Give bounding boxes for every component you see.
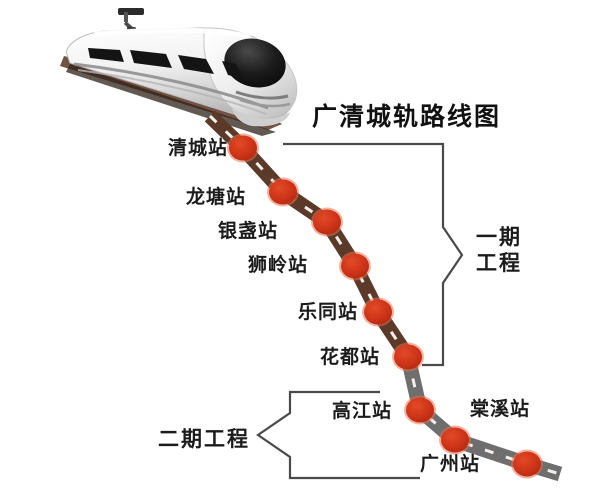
station-label: 广州站 [420, 453, 481, 475]
station-label: 花都站 [320, 346, 381, 368]
train-windows [88, 48, 244, 79]
station-label: 银盏站 [218, 220, 279, 242]
station-label: 高江站 [332, 400, 393, 422]
phase-1-label: 一期工程 [476, 224, 522, 277]
station-dot[interactable] [392, 342, 424, 372]
phase-2-bracket [256, 390, 420, 480]
station-dot[interactable] [404, 395, 436, 425]
station-label: 狮岭站 [248, 254, 309, 276]
high-speed-train [60, 8, 298, 136]
station-label: 清城站 [168, 137, 229, 159]
page-title: 广清城轨路线图 [312, 102, 502, 131]
phase-2-label: 二期工程 [158, 427, 250, 451]
station-dot[interactable] [439, 425, 471, 455]
station-label: 棠溪站 [470, 398, 531, 420]
phase-1-label-line-2: 工程 [476, 251, 522, 276]
train-stripes [73, 62, 291, 115]
train-shadow [66, 64, 276, 136]
phase-brackets [256, 142, 464, 480]
station-dot[interactable] [227, 133, 259, 163]
station-dot[interactable] [339, 251, 371, 281]
station-dots [227, 133, 543, 479]
phase-1-label-line-1: 一期 [476, 225, 522, 249]
station-label: 乐同站 [298, 301, 359, 323]
train-skirt [232, 108, 290, 127]
station-dot[interactable] [311, 207, 343, 237]
station-dot[interactable] [511, 449, 543, 479]
station-dot[interactable] [267, 177, 299, 207]
station-dot[interactable] [362, 297, 394, 327]
phase-1-bracket [283, 142, 464, 367]
station-label: 龙塘站 [186, 186, 247, 208]
train-roof-highlight [93, 27, 251, 39]
